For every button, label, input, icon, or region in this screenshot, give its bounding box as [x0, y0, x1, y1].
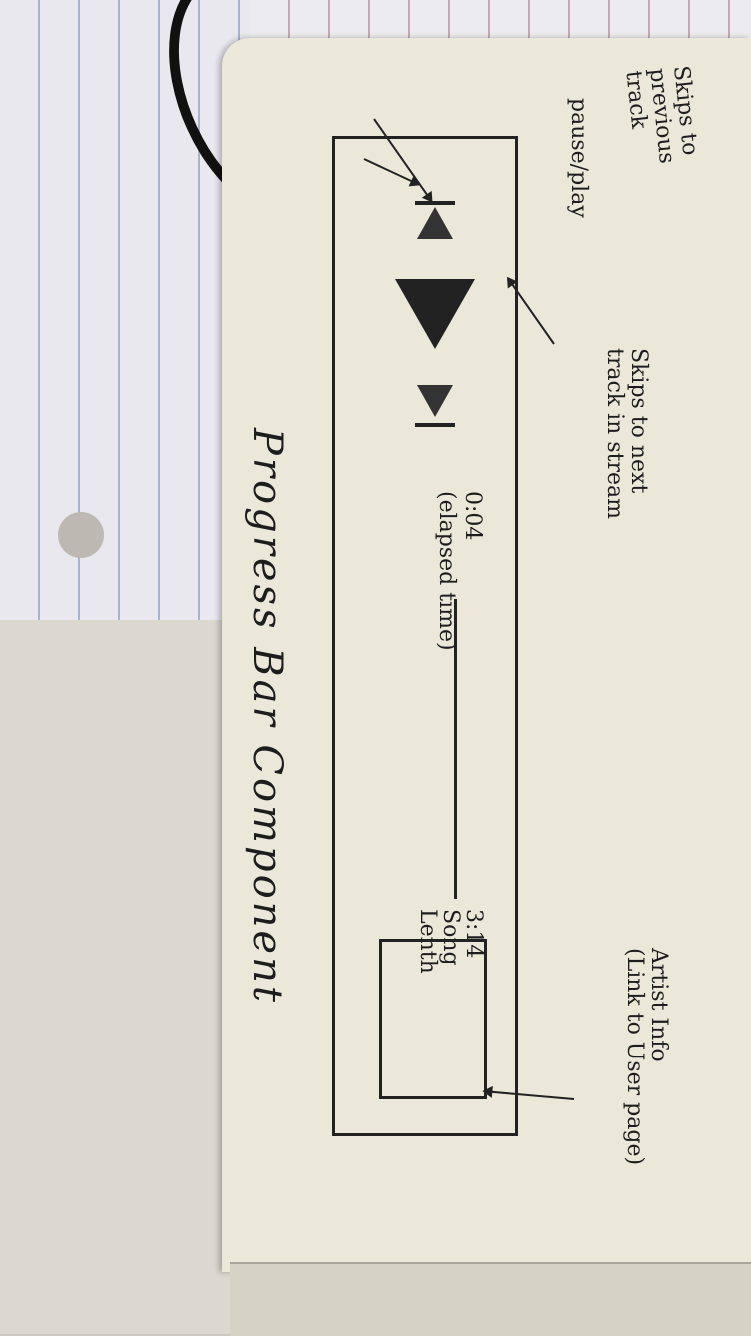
binder-hole	[58, 512, 104, 558]
pause-play-note-text: pause/play	[566, 98, 591, 218]
arrow-next	[507, 277, 555, 345]
background-paper-top	[250, 0, 751, 40]
sketchbook-page	[222, 38, 751, 1272]
background-paper	[0, 620, 250, 1334]
pause-play-note: pause/play	[566, 98, 591, 248]
progress-bar-sketch: Progress Bar Component 0:04 (elapsed tim…	[240, 48, 702, 1198]
playback-controls	[395, 199, 475, 429]
artist-info-note-line-2: (Link to User page)	[621, 948, 647, 1166]
previous-track-icon[interactable]	[415, 199, 455, 249]
next-track-icon[interactable]	[415, 379, 455, 429]
elapsed-time-value: 0:04	[460, 491, 485, 541]
artist-info-note-line-1: Artist Info	[646, 948, 671, 1062]
artist-info-box[interactable]	[379, 939, 487, 1099]
next-track-note-line-1: Skips to next	[626, 348, 651, 494]
next-track-note-line-2: track in stream	[601, 348, 627, 519]
progress-track[interactable]	[454, 599, 457, 899]
sketch-title: Progress Bar Component	[244, 428, 290, 1005]
previous-track-note: Skips to previous track	[620, 65, 708, 222]
background-lined-paper	[0, 0, 250, 640]
sketchbook-edge	[230, 1262, 751, 1336]
play-icon[interactable]	[395, 279, 475, 349]
arrow-artist	[484, 1090, 575, 1100]
progress-bar-component: 0:04 (elapsed time) 3:14 Song Lenth	[332, 118, 575, 1136]
elapsed-time: 0:04 (elapsed time)	[432, 491, 485, 651]
arrow-pause	[373, 118, 433, 202]
next-track-note: Skips to next track in stream	[601, 348, 651, 528]
artist-info-note: Artist Info (Link to User page)	[621, 948, 671, 1168]
